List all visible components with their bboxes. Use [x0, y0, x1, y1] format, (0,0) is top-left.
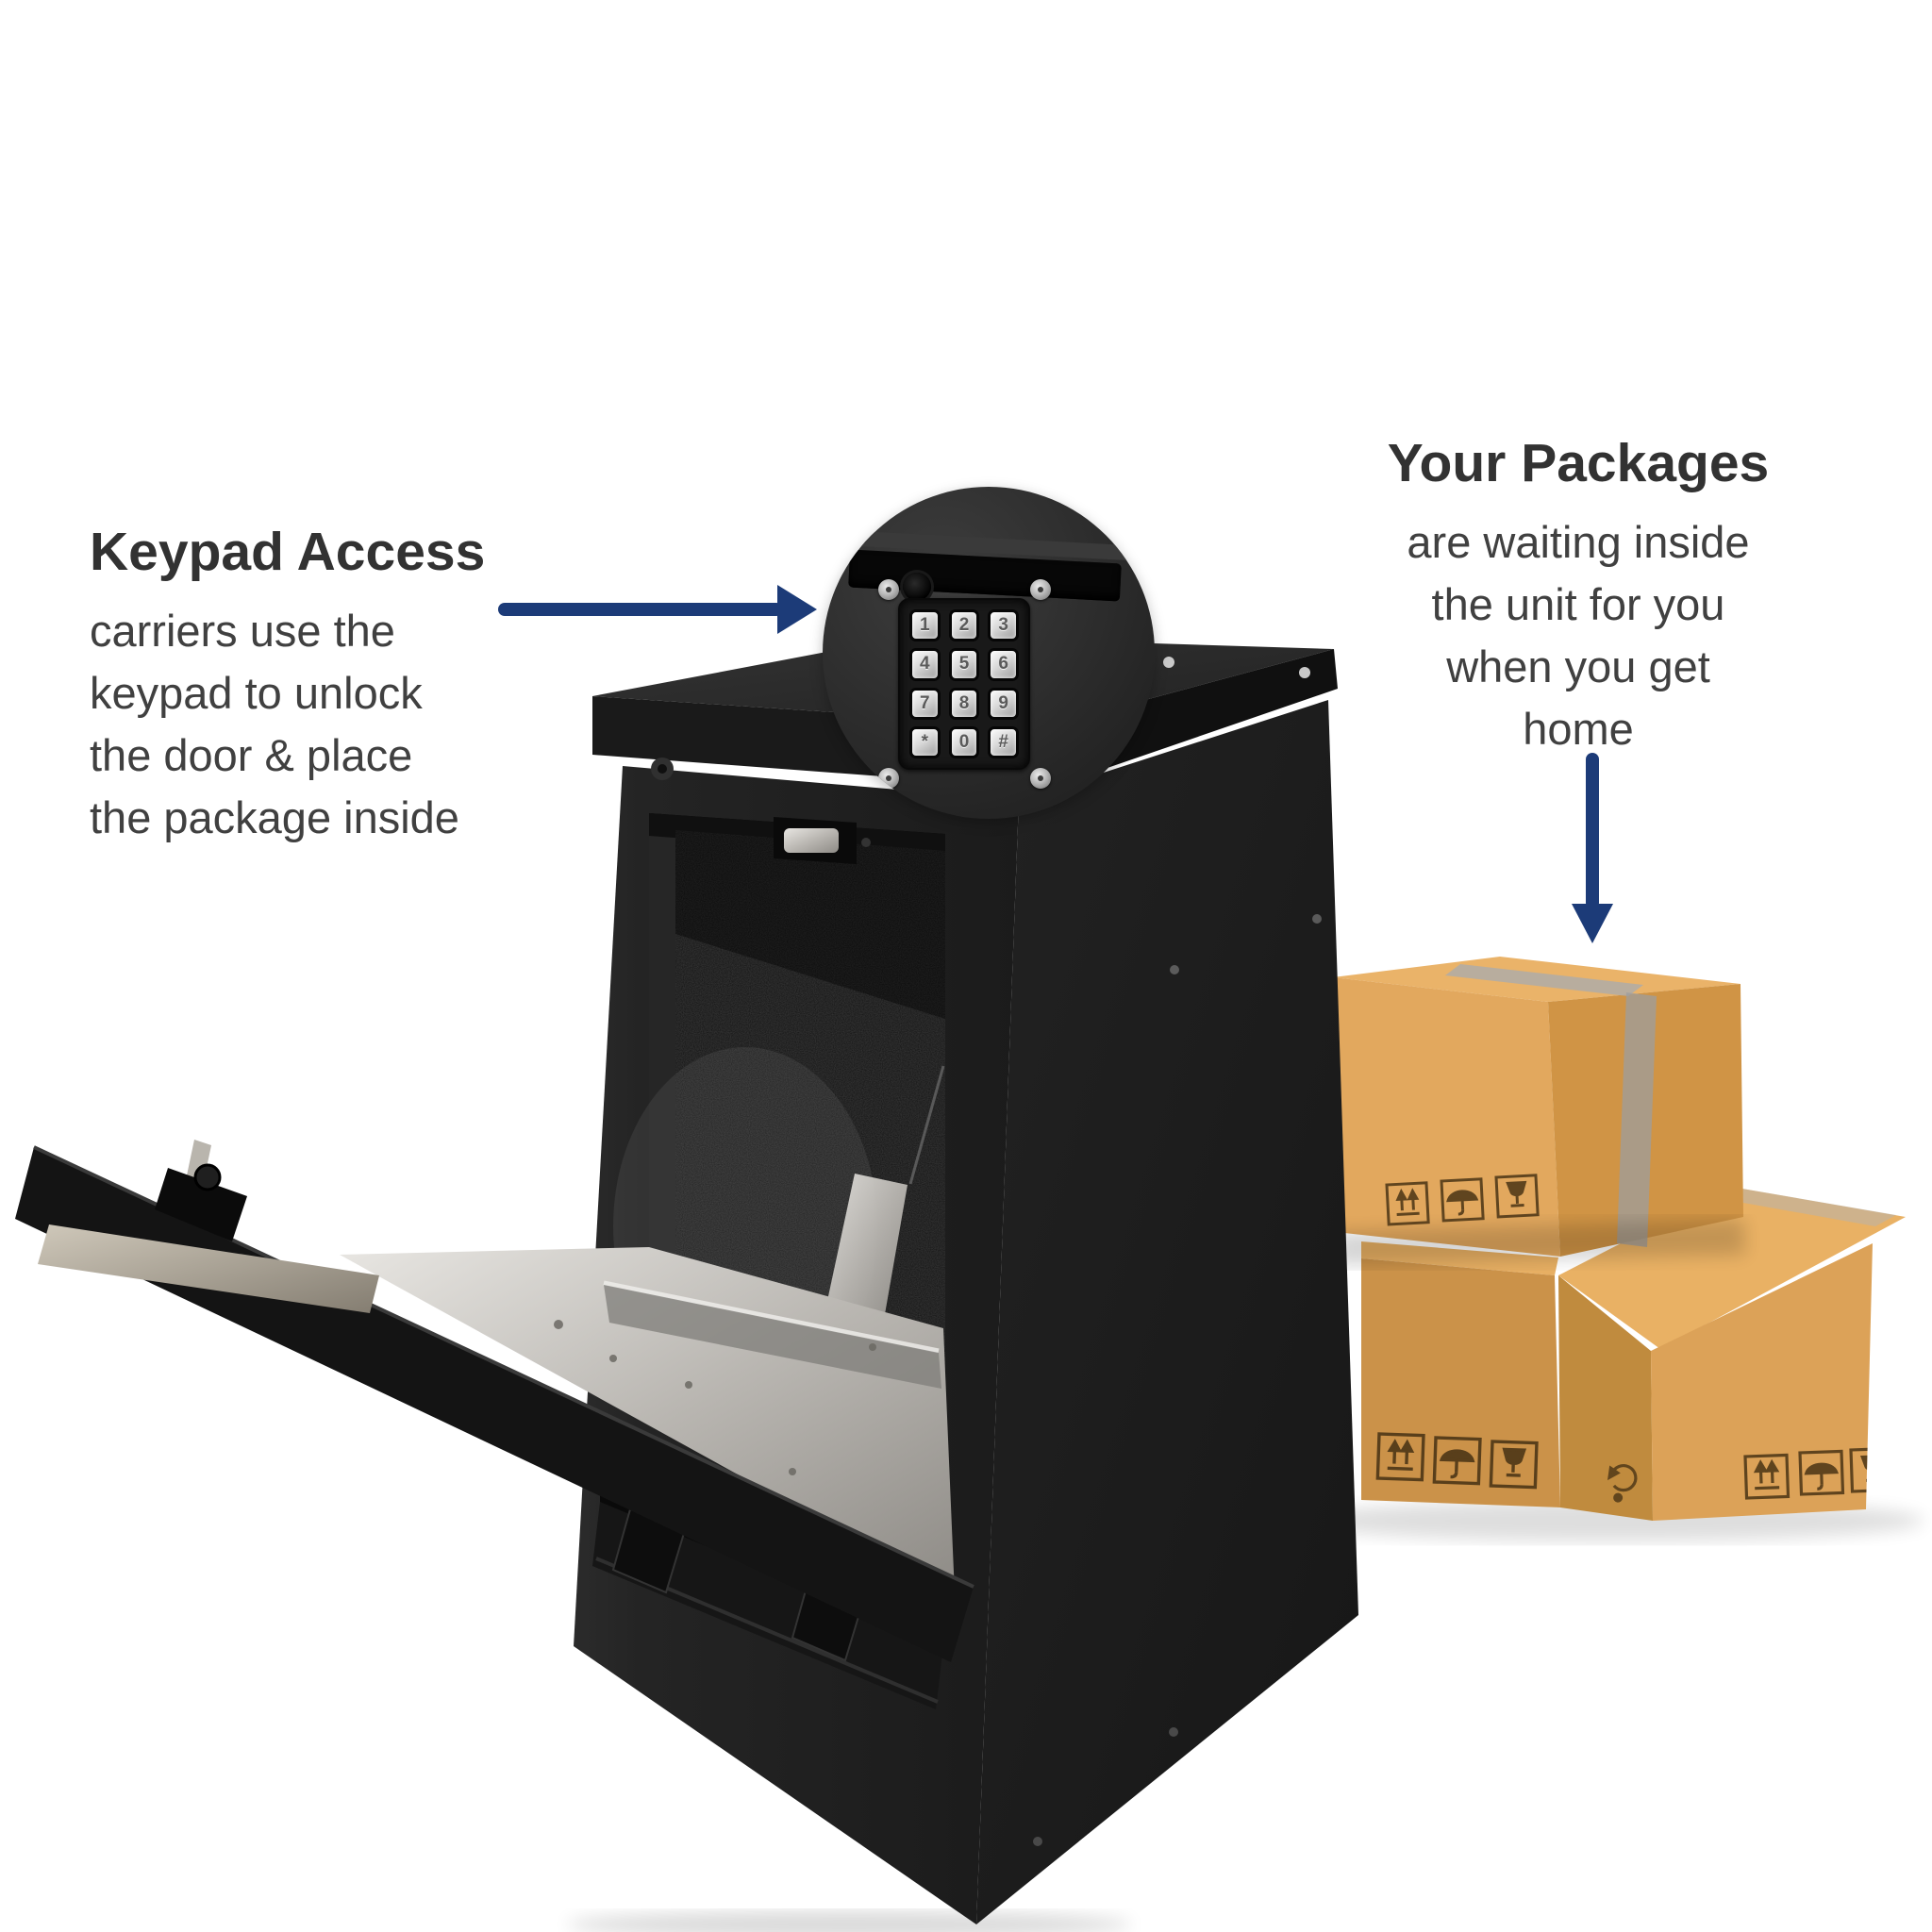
body-screw — [1169, 1727, 1178, 1737]
keypad-annotation-title: Keypad Access — [90, 522, 486, 582]
box-opening — [613, 813, 945, 1406]
cardboard-boxes — [1333, 957, 1906, 1521]
keypad-key: 8 — [948, 687, 980, 720]
fragile-icon — [1494, 1174, 1540, 1219]
keypad-annotation-line: the door & place — [90, 730, 413, 780]
packages-annotation-line: home — [1523, 704, 1634, 754]
this-way-up-icon — [1385, 1181, 1430, 1226]
drop-door-open — [15, 1140, 974, 1662]
arrow-down-icon — [1564, 753, 1621, 947]
keep-dry-icon — [1440, 1177, 1485, 1223]
screw-icon — [878, 579, 899, 600]
keypad-annotation: Keypad Access carriers use the keypad to… — [90, 521, 542, 849]
lid-screw — [1299, 667, 1310, 678]
door-latch — [774, 817, 871, 864]
lock-hole — [903, 573, 931, 601]
cardboard-box-top — [1333, 957, 1745, 1266]
cardboard-box-bottom-left — [1361, 1241, 1560, 1507]
keypad-key: 3 — [988, 609, 1019, 642]
screw-icon — [1030, 579, 1051, 600]
packages-annotation-line: when you get — [1446, 641, 1710, 691]
keypad-key: 2 — [948, 609, 980, 642]
shipping-marks-top-box — [1385, 1174, 1540, 1226]
keypad-annotation-line: keypad to unlock — [90, 668, 423, 718]
keep-dry-icon — [1432, 1436, 1482, 1486]
keypad-key: 4 — [909, 648, 941, 681]
body-screw — [1312, 914, 1322, 924]
this-way-up-icon — [1375, 1432, 1425, 1482]
keypad-callout: 1 2 3 4 5 6 7 8 9 * 0 # — [823, 487, 1155, 819]
door-stop-clamp — [155, 1140, 247, 1241]
interior-divider-plate — [823, 1065, 945, 1336]
keypad-key: * — [909, 725, 941, 758]
keypad-key: 9 — [988, 687, 1019, 720]
fragile-icon — [1489, 1440, 1539, 1490]
keep-dry-icon — [1798, 1449, 1845, 1496]
keypad-annotation-line: carriers use the — [90, 606, 395, 656]
packages-annotation-line: are waiting inside — [1407, 517, 1750, 567]
packages-annotation-line: the unit for you — [1431, 579, 1725, 629]
door-tip-bracket — [38, 1224, 379, 1313]
keypad-key: 6 — [988, 648, 1019, 681]
keypad-key: 5 — [948, 648, 980, 681]
keypad-key: 7 — [909, 687, 941, 720]
arrow-right-icon — [498, 585, 819, 634]
keypad-key: 0 — [948, 725, 980, 758]
keypad-key: # — [988, 725, 1019, 758]
packages-annotation: Your Packages are waiting inside the uni… — [1338, 432, 1819, 760]
body-screw — [1170, 965, 1179, 974]
keypad-key: 1 — [909, 609, 941, 642]
recycle-icon — [1607, 1464, 1638, 1503]
lid-screw — [1163, 657, 1174, 668]
screw-icon — [878, 768, 899, 789]
keypad-annotation-line: the package inside — [90, 792, 459, 842]
body-screw — [1033, 1837, 1042, 1846]
box-right-face — [976, 700, 1358, 1924]
this-way-up-icon — [1743, 1453, 1790, 1500]
keypad: 1 2 3 4 5 6 7 8 9 * 0 # — [898, 598, 1030, 770]
screw-icon — [1030, 768, 1051, 789]
packages-annotation-title: Your Packages — [1387, 433, 1770, 493]
shipping-marks-bottom-left-box — [1375, 1432, 1539, 1490]
